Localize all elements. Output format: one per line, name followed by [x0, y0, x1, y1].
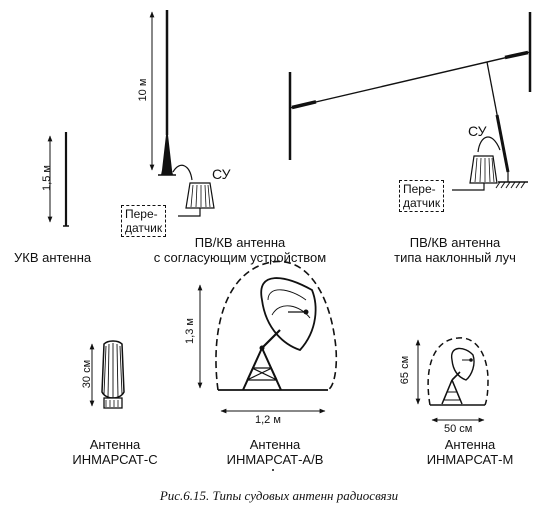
ukv-antenna — [63, 132, 69, 227]
pvkv-caption-line2: с согласующим устройством — [153, 250, 327, 265]
inmarsat-c-caption-line1: Антенна — [89, 437, 141, 452]
inmarsat-m-width-label: 50 см — [444, 423, 473, 435]
tuner-label-2: СУ — [468, 123, 487, 139]
inmarsat-m-height-label: 65 см — [399, 355, 411, 385]
inmarsat-m-radome — [427, 337, 489, 406]
inmarsat-c-caption-line2: ИНМАРСАТ-С — [72, 452, 158, 467]
inclined-beam-antenna — [288, 12, 532, 189]
inclined-caption: ПВ/КВ антенна типа наклонный луч — [365, 235, 545, 265]
transmitter-box-2: Пере- датчик — [399, 180, 445, 212]
inmarsat-m-dish — [441, 347, 475, 405]
tuner-unit-1 — [178, 182, 215, 217]
figure-caption: Рис.6.15. Типы судовых антенн радиосвязи — [159, 488, 399, 503]
inmarsat-ab-caption-line2: ИНМАРСАТ-А/В — [226, 452, 324, 467]
pvkv-caption-line1: ПВ/КВ антенна — [194, 235, 286, 250]
transmitter-2-line1: Пере- — [403, 182, 436, 196]
inclined-caption-line2: типа наклонный луч — [394, 250, 516, 265]
stray-dot — [272, 469, 274, 471]
ukv-height-label: 1,5 м — [41, 165, 53, 191]
transmitter-2-line2: датчик — [403, 196, 441, 210]
inmarsat-ab-radome — [215, 260, 338, 391]
inmarsat-m-caption-line1: Антенна — [444, 437, 496, 452]
transmitter-1-line1: Пере- — [125, 207, 158, 221]
inmarsat-c-antenna — [101, 340, 125, 409]
inmarsat-ab-caption-line1: Антенна — [249, 437, 301, 452]
pvkv-caption: ПВ/КВ антенна с согласующим устройством — [140, 235, 340, 265]
inmarsat-ab-height-label: 1,3 м — [184, 318, 196, 344]
tuner-unit-2 — [452, 155, 498, 191]
inclined-caption-line1: ПВ/КВ антенна — [409, 235, 501, 250]
inmarsat-c-caption: Антенна ИНМАРСАТ-С — [55, 437, 175, 467]
inmarsat-ab-caption: Антенна ИНМАРСАТ-А/В — [210, 437, 340, 467]
inmarsat-m-caption: Антенна ИНМАРСАТ-М — [405, 437, 535, 467]
whip-height-label: 10 м — [137, 78, 149, 102]
inmarsat-ab-dish — [242, 277, 317, 391]
transmitter-box-1: Пере- датчик — [121, 205, 167, 237]
transmitter-1-line2: датчик — [125, 221, 163, 235]
ukv-caption: УКВ антенна — [14, 250, 92, 265]
inmarsat-ab-width-label: 1,2 м — [255, 414, 281, 426]
inmarsat-m-caption-line2: ИНМАРСАТ-М — [426, 452, 514, 467]
whip-antenna — [158, 10, 193, 181]
tuner-label-1: СУ — [212, 166, 231, 182]
inmarsat-c-height-label: 30 см — [81, 359, 93, 389]
